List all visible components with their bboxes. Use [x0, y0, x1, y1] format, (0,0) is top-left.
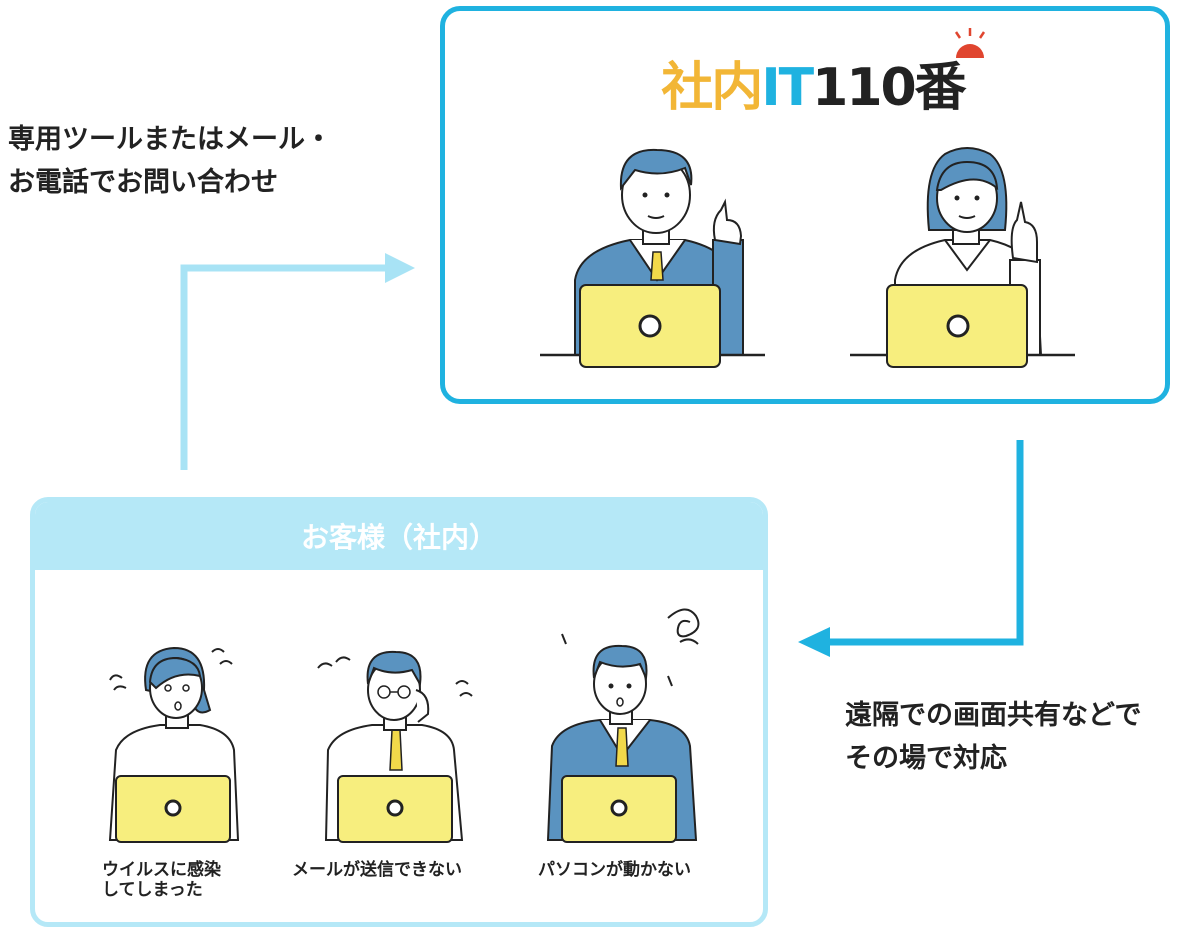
remote-text-line-2: その場で対応 [845, 743, 1007, 774]
arrow-left-icon [798, 440, 1024, 657]
remote-text: 遠隔での画面共有などで その場で対応 [845, 694, 1141, 780]
customer-caption-virus: ウイルスに感染 してしまった [102, 860, 221, 900]
logo: 社内 IT 110番 [628, 58, 998, 118]
logo-part-2: IT [761, 58, 814, 118]
customer-person-email [317, 650, 473, 843]
support-staff-man [540, 148, 765, 368]
caption-line: してしまった [102, 880, 203, 900]
inquiry-text-line-1: 専用ツールまたはメール・ [8, 124, 332, 155]
customer-caption-pc: パソコンが動かない [538, 860, 691, 880]
arrow-right-icon [180, 253, 415, 470]
customer-caption-email: メールが送信できない [292, 860, 462, 880]
caption-line: ウイルスに感染 [102, 860, 221, 880]
logo-part-3: 110番 [812, 58, 967, 118]
customer-person-pc [546, 608, 700, 843]
siren-icon [954, 28, 986, 58]
inquiry-text: 専用ツールまたはメール・ お電話でお問い合わせ [8, 118, 332, 204]
caption-line: パソコンが動かない [538, 860, 691, 880]
inquiry-text-line-2: お電話でお問い合わせ [8, 167, 278, 198]
support-box [440, 6, 1170, 404]
caption-line: メールが送信できない [292, 860, 462, 880]
remote-text-line-1: 遠隔での画面共有などで [845, 700, 1142, 731]
support-staff-woman [850, 147, 1075, 368]
customer-person-virus [108, 646, 240, 843]
customer-box-title: お客様（社内） [35, 502, 763, 570]
logo-part-1: 社内 [661, 58, 763, 118]
